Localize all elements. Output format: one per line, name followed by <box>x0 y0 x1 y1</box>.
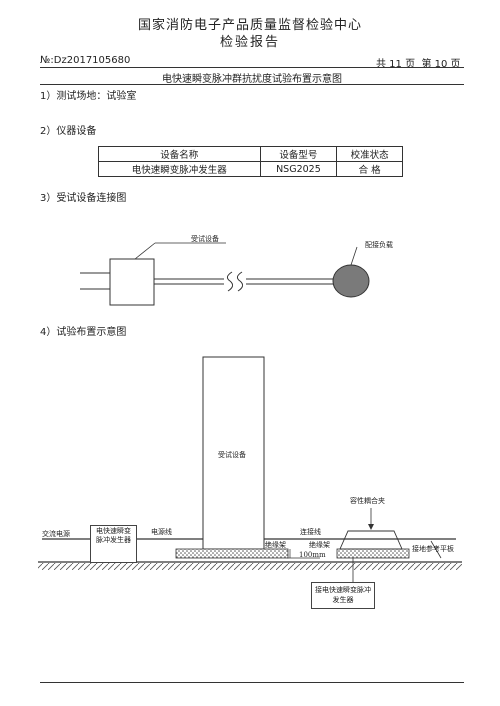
header-rule <box>40 67 464 68</box>
number-prefix: №: <box>40 55 54 66</box>
distance-label: 100mm <box>299 551 326 559</box>
insulator-label-1: 绝缘架 <box>265 541 286 549</box>
eut-box <box>109 258 155 306</box>
total-pages: 共 11 页 <box>376 59 416 70</box>
eut-leader <box>134 242 156 260</box>
section-connection: 3）受试设备连接图 <box>40 193 127 204</box>
report-number: №:Dz2017105680 <box>40 55 130 66</box>
section-test-site: 1）测试场地：试验室 <box>40 91 137 102</box>
page-number: 第 10 页 <box>421 59 461 70</box>
ac-power-label: 交流电源 <box>42 530 70 538</box>
load-label: 配接负载 <box>365 241 393 249</box>
section-instruments: 2）仪器设备 <box>40 126 97 137</box>
cap-clamp <box>339 530 403 550</box>
org-name: 国家消防电子产品质量监督检验中心 <box>137 18 362 33</box>
table-cell: NSG2025 <box>259 161 338 177</box>
section-layout: 4）试验布置示意图 <box>40 327 127 338</box>
table-cell: 电快速瞬变脉冲发生器 <box>98 161 261 177</box>
number-value: Dz2017105680 <box>53 55 131 66</box>
page-counter: 共 11 页 第 10 页 <box>376 55 461 70</box>
break-mark-left <box>226 271 234 292</box>
report-title: 检验报告 <box>219 35 280 50</box>
break-mark-right <box>236 271 244 292</box>
generator-box-bottom: 接电快速瞬变脉冲发生器 <box>311 582 375 609</box>
clamp-arrowhead <box>368 524 374 530</box>
eut-label: 受试设备 <box>191 235 219 243</box>
clamp-label: 容性耦合夹 <box>350 497 385 505</box>
equipment-table: 设备名称 设备型号 校准状态 电快速瞬变脉冲发生器 NSG2025 合 格 <box>98 146 403 177</box>
generator-bottom-label: 接电快速瞬变脉冲发生器 <box>315 586 371 604</box>
table-row: 电快速瞬变脉冲发生器 NSG2025 合 格 <box>98 161 403 177</box>
ground-leader <box>430 540 442 559</box>
ground-plane-hatch <box>38 563 462 570</box>
eut-tower <box>202 356 265 550</box>
footer-rule <box>40 682 464 683</box>
generator-left-label: 电快速瞬变脉冲发生器 <box>96 527 131 544</box>
document-title: 电快速瞬变脉冲群抗扰度试验布置示意图 <box>162 74 342 85</box>
layout-eut-label: 受试设备 <box>218 451 246 459</box>
generator-box-left: 电快速瞬变脉冲发生器 <box>90 525 137 563</box>
insulator-right <box>336 548 410 559</box>
title-rule <box>40 84 464 85</box>
insulator-label-2: 绝缘架 <box>309 541 330 549</box>
load-leader <box>350 246 358 266</box>
connect-line-label: 连接线 <box>300 528 321 536</box>
table-cell: 合 格 <box>336 161 403 177</box>
insulator-left <box>175 548 289 559</box>
ground-plane-label: 接地参考平板 <box>412 545 454 553</box>
power-line-label: 电源线 <box>151 528 172 536</box>
